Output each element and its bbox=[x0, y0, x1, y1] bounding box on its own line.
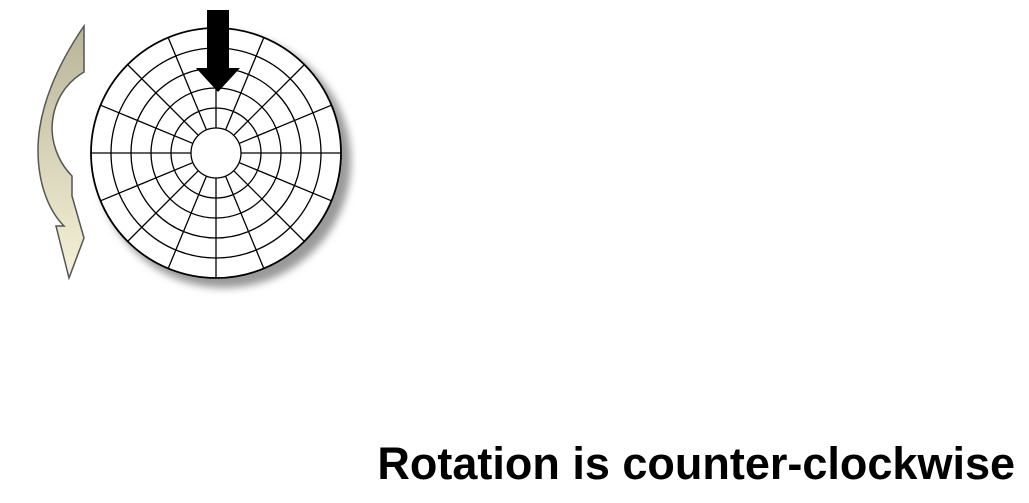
sector-line bbox=[100, 161, 194, 202]
rotation-arrow-icon bbox=[37, 23, 85, 281]
disk-platter bbox=[90, 27, 351, 288]
disk-spindle-hole bbox=[190, 127, 242, 179]
sector-line bbox=[233, 64, 305, 136]
read-head-arrow-icon bbox=[196, 10, 240, 92]
sector-line bbox=[224, 175, 265, 269]
caption-text: Rotation is counter-clockwise bbox=[377, 438, 1015, 489]
sector-line bbox=[100, 104, 194, 145]
sector-line bbox=[233, 170, 305, 242]
sector-line bbox=[167, 175, 208, 269]
sector-line bbox=[127, 64, 199, 136]
track-ring bbox=[170, 107, 262, 199]
sector-line bbox=[167, 37, 208, 131]
sector-line bbox=[238, 104, 332, 145]
sector-line bbox=[224, 37, 265, 131]
sector-line bbox=[238, 161, 332, 202]
sector-line bbox=[127, 170, 199, 242]
